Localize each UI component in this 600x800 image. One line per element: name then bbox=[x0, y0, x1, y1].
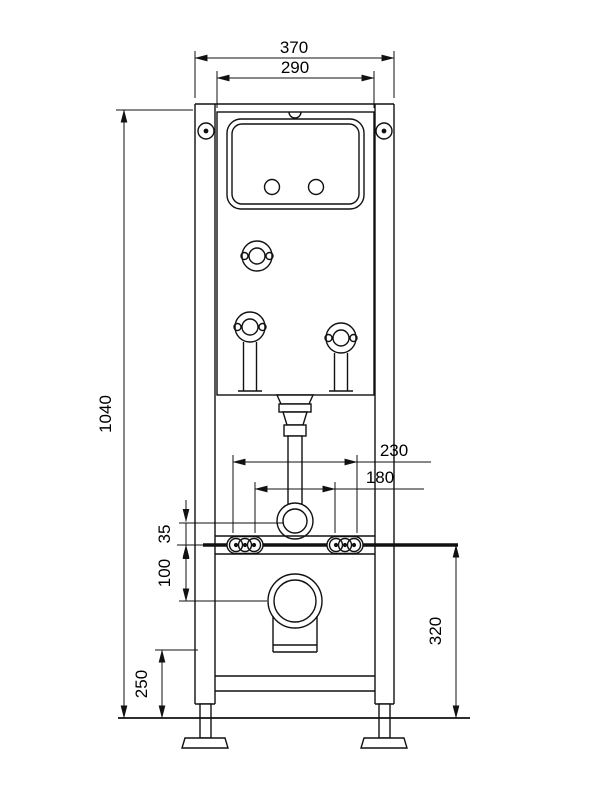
service-holes bbox=[233, 240, 358, 392]
dim-label-320: 320 bbox=[426, 617, 445, 645]
dim-label-370: 370 bbox=[280, 38, 308, 57]
outlet-socket bbox=[267, 573, 323, 629]
dim-label-290: 290 bbox=[281, 58, 309, 77]
dimension-250: 250 bbox=[132, 649, 198, 719]
frame-structure bbox=[181, 103, 408, 749]
outlet bbox=[267, 573, 323, 653]
left-foot-tube bbox=[199, 703, 212, 739]
dimension-320: 320 bbox=[426, 544, 460, 719]
dimension-290: 290 bbox=[216, 58, 375, 108]
right-foot-plate bbox=[360, 737, 408, 749]
right-foot-tube bbox=[378, 703, 391, 739]
dim-label-35: 35 bbox=[155, 525, 174, 544]
flush-bend bbox=[276, 502, 314, 540]
dim-label-1040: 1040 bbox=[96, 395, 115, 433]
dim-label-230: 230 bbox=[380, 441, 408, 460]
dimension-370: 370 bbox=[194, 38, 395, 98]
dimension-180: 180 bbox=[254, 468, 424, 533]
fixing-plate bbox=[203, 535, 458, 555]
left-foot-plate bbox=[181, 737, 229, 749]
flush-pipe bbox=[275, 394, 315, 540]
dim-label-250: 250 bbox=[132, 670, 151, 698]
dimension-100: 100 bbox=[155, 544, 267, 602]
dim-label-180: 180 bbox=[366, 468, 394, 487]
top-notch bbox=[288, 111, 302, 119]
dimension-1040: 1040 bbox=[96, 109, 193, 719]
dimension-35: 35 bbox=[155, 500, 284, 568]
flush-button-right bbox=[307, 178, 325, 196]
dim-label-100: 100 bbox=[155, 559, 174, 587]
dimension-230: 230 bbox=[232, 441, 431, 533]
cistern bbox=[197, 111, 393, 396]
flush-button-left bbox=[263, 178, 281, 196]
